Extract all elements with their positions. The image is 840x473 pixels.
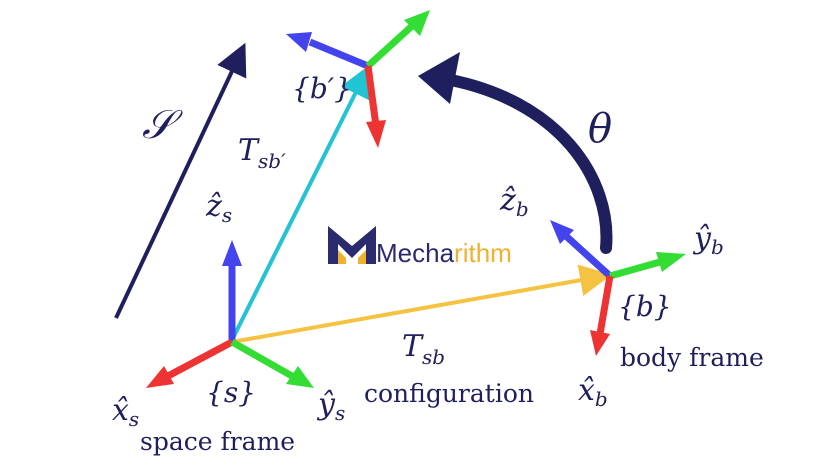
zb-label: ẑb [499,183,529,221]
logo-text-part2: rithm [454,238,512,268]
frame-b-label: {b} [618,290,672,323]
space-frame-axes [146,240,314,388]
xs-label: x̂s [112,393,139,431]
screw-axis-arrow [114,42,247,319]
rotation-arc [434,72,613,254]
body-frame-label: body frame [620,343,764,372]
ys-label: ŷs [316,387,345,425]
t-sb-label: Tsb [402,329,445,369]
logo-text-part1: Mecha [376,238,455,268]
configuration-label: configuration [364,379,534,408]
body-frame-axes [550,220,686,356]
t-sb-prime-arrow [230,64,370,341]
rotated-frame-axes [286,10,430,148]
t-sb-prime-label: Tsb′ [238,133,286,173]
svg-text:Mecharithm: Mecharithm [376,238,512,268]
frame-s-label: {s} [206,376,256,409]
logo-m-icon [328,226,376,264]
screw-axis-label: 𝒮 [142,102,183,148]
t-sb-arrow [231,264,612,344]
space-frame-label: space frame [140,427,295,456]
yb-label: ŷb [692,221,724,259]
mecharithm-logo: Mecharithm [328,226,512,268]
frame-b-prime-label: {b′} [292,72,352,105]
theta-label: θ [588,106,612,152]
zs-label: ẑs [205,189,232,227]
rotation-arrowhead [418,52,460,104]
xb-label: x̂b [578,373,608,411]
